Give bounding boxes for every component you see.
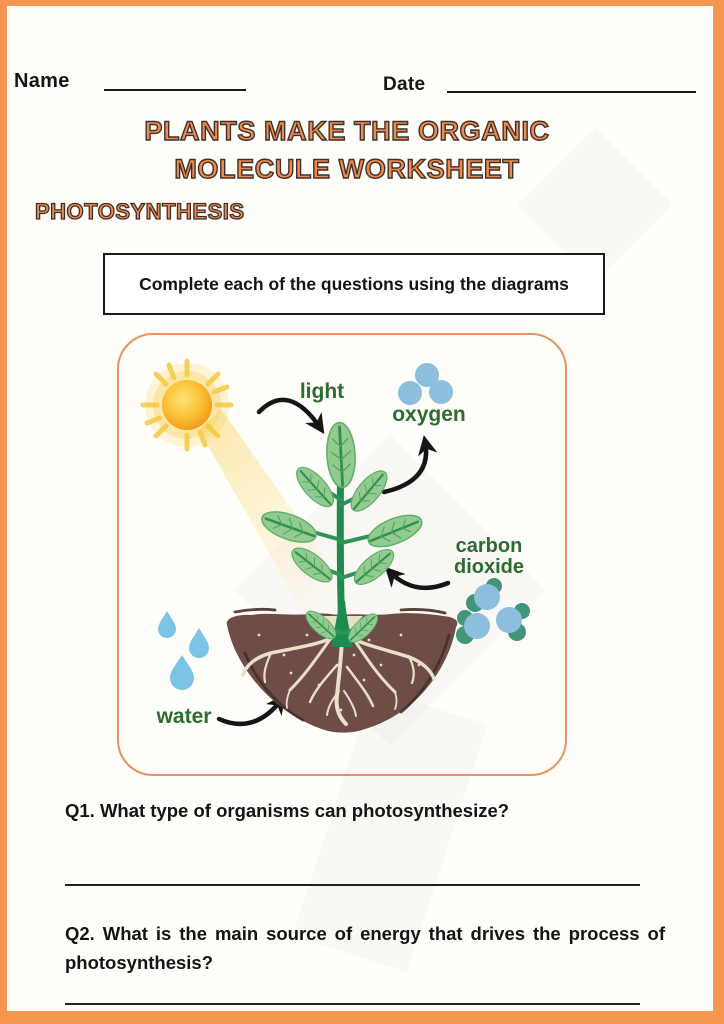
name-answer-line[interactable] <box>104 89 246 91</box>
carbon-label-line1: carbon <box>456 535 523 557</box>
instruction-text: Complete each of the questions using the… <box>139 273 569 294</box>
date-label: Date <box>383 74 426 95</box>
oxygen-molecules-icon <box>398 363 453 405</box>
light-label: light <box>300 380 344 403</box>
question-2-answer-line[interactable] <box>65 1003 640 1005</box>
page-title-line1: PLANTS MAKE THE ORGANIC <box>144 115 550 146</box>
photosynthesis-diagram-svg: light oxygen carbon dioxide water <box>140 358 530 733</box>
question-1: Q1. What type of organisms can photosynt… <box>65 800 510 821</box>
oxygen-arrow <box>381 435 438 495</box>
carbon-dioxide-arrow <box>384 566 451 591</box>
instruction-box: Complete each of the questions using the… <box>103 253 605 315</box>
water-drops-icon <box>158 611 209 690</box>
plant-icon <box>256 420 428 648</box>
water-arrow <box>216 694 286 727</box>
carbon-label-line2: dioxide <box>454 556 524 578</box>
page-title-line2: MOLECULE WORKSHEET <box>174 154 520 185</box>
question-2: Q2. What is the main source of energy th… <box>65 923 665 973</box>
topic-heading: PHOTOSYNTHESIS <box>34 198 245 224</box>
carbon-dioxide-molecules-icon <box>456 578 530 644</box>
light-arrow <box>256 397 325 434</box>
photosynthesis-diagram: light oxygen carbon dioxide water <box>117 333 567 776</box>
question-1-answer-line[interactable] <box>65 884 640 886</box>
oxygen-label: oxygen <box>392 403 466 426</box>
soil-and-roots-icon <box>226 607 458 733</box>
name-label: Name <box>14 70 70 92</box>
page-title: PLANTS MAKE THE ORGANIC MOLECULE WORKSHE… <box>0 112 694 189</box>
water-label: water <box>156 705 212 728</box>
date-answer-line[interactable] <box>447 91 696 93</box>
